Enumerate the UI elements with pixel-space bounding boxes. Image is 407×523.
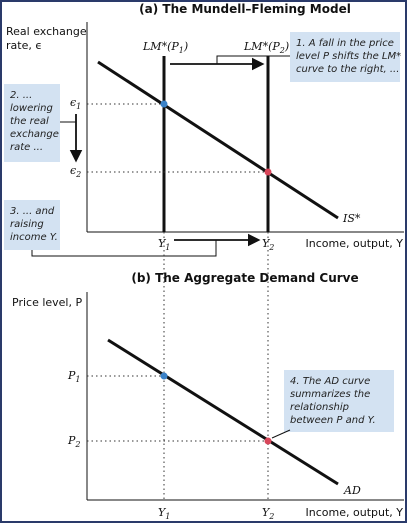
note3-line2: raising xyxy=(10,219,44,230)
note4-line1: 4. The AD curve xyxy=(290,376,370,387)
ad-label: AD xyxy=(343,484,361,497)
eps1-label: ϵ1 xyxy=(70,96,81,111)
panel-a-y-axis-label-line1: Real exchange xyxy=(6,25,87,38)
note2-line4: exchange xyxy=(10,129,59,140)
panel-a-x-axis-label: Income, output, Y xyxy=(306,237,404,250)
equilibrium-point-1 xyxy=(160,100,168,108)
lm2-label: LM*(P2) xyxy=(243,40,289,55)
note2-line1: 2. ... xyxy=(10,90,32,101)
panel-b-y-axis-label: Price level, P xyxy=(12,296,82,309)
eps2-label: ϵ2 xyxy=(70,164,81,179)
note2-box xyxy=(4,84,60,162)
note2-line3: the real xyxy=(10,116,49,127)
note4-line3: relationship xyxy=(290,402,349,413)
note3-line3: income Y. xyxy=(10,232,58,243)
note1-connector xyxy=(216,55,290,64)
note3-line1: 3. ... and xyxy=(10,206,55,217)
note4-box xyxy=(284,370,394,432)
note4-line4: between P and Y. xyxy=(290,415,376,426)
is-curve xyxy=(97,60,339,220)
note1-line3: curve to the right, ... xyxy=(296,64,399,75)
is-label: IS* xyxy=(342,212,361,225)
note1-line1: 1. A fall in the price xyxy=(296,38,394,49)
panel-b-y1-label: Y1 xyxy=(158,506,170,521)
note4-connector xyxy=(271,429,291,439)
panel-a-y1-label: Y1 xyxy=(158,237,170,252)
note1-line2: level P shifts the LM* xyxy=(296,51,401,62)
panel-a-title: (a) The Mundell–Fleming Model xyxy=(139,2,351,16)
note3-box xyxy=(4,200,60,250)
equilibrium-point-2 xyxy=(264,168,272,176)
ad-point-2 xyxy=(264,437,272,445)
p1-label: P1 xyxy=(67,369,81,384)
lm1-label: LM*(P1) xyxy=(142,40,188,55)
note1-box xyxy=(290,32,400,82)
p2-label: P2 xyxy=(67,434,81,449)
panel-b-x-axis-label: Income, output, Y xyxy=(306,506,404,519)
panel-a-y-axis-label-line2: rate, ϵ xyxy=(6,39,42,52)
note3-connector xyxy=(31,240,217,257)
ad-curve xyxy=(107,338,339,486)
note2-line2: lowering xyxy=(10,103,53,114)
note2-line5: rate ... xyxy=(10,142,43,153)
panel-a-y2-label: Y2 xyxy=(262,237,274,252)
note4-line2: summarizes the xyxy=(290,389,370,400)
ad-point-1 xyxy=(160,372,168,380)
panel-b-title: (b) The Aggregate Demand Curve xyxy=(131,271,358,285)
panel-b-y2-label: Y2 xyxy=(262,506,274,521)
